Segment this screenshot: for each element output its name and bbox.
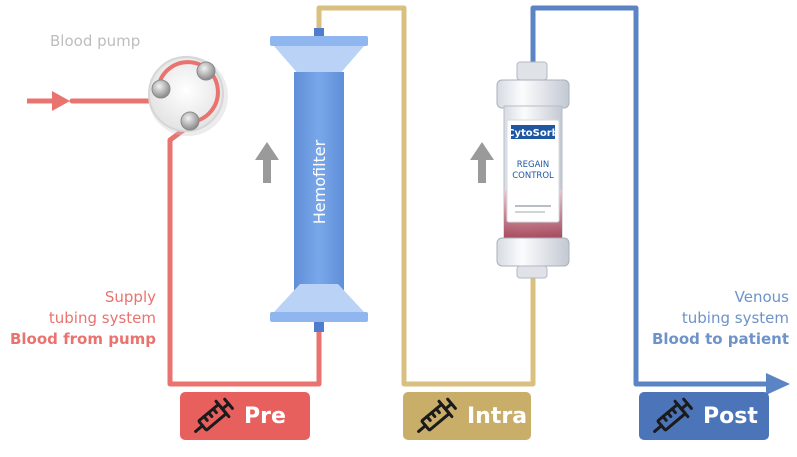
supply-tubing-label: Supply tubing system Blood from pump xyxy=(10,287,156,350)
syringe-icon xyxy=(194,397,234,433)
inflow-arrow xyxy=(27,91,70,111)
pre-sampling-badge: Pre xyxy=(180,392,310,440)
post-sampling-badge: Post xyxy=(639,392,769,440)
pump-roller xyxy=(151,79,171,99)
intra-badge-label: Intra xyxy=(467,403,528,429)
venous-label-line-1: Venous xyxy=(734,288,789,306)
intra-tubing xyxy=(316,5,536,387)
pump-roller xyxy=(180,111,200,131)
syringe-icon xyxy=(653,397,693,433)
post-badge-label: Post xyxy=(703,403,758,429)
cytosorb-logo xyxy=(511,125,555,139)
cytosorb-device: CytoSorb REGAIN CONTROL xyxy=(496,61,570,279)
blood-pump-label: Blood pump xyxy=(50,32,141,50)
flow-arrow-up-icon xyxy=(255,142,279,183)
intra-sampling-badge: Intra xyxy=(403,392,531,440)
supply-tubing xyxy=(69,98,322,387)
venous-tubing-label: Venous tubing system Blood to patient xyxy=(652,287,789,350)
blood-pump xyxy=(148,56,228,136)
hemofilter: Hemofilter xyxy=(270,28,368,332)
venous-label-line-3: Blood to patient xyxy=(651,330,789,348)
venous-label-line-2: tubing system xyxy=(681,309,789,327)
venous-tubing xyxy=(530,5,790,395)
supply-label-line-1: Supply xyxy=(104,288,156,306)
cytosorb-brand: CytoSorb xyxy=(507,128,559,139)
pump-roller xyxy=(196,61,216,81)
supply-label-line-2: tubing system xyxy=(48,309,156,327)
slogan-line-1: REGAIN xyxy=(517,160,550,170)
flow-arrow-up-icon xyxy=(470,142,494,183)
pre-badge-label: Pre xyxy=(244,403,286,429)
slogan-line-2: CONTROL xyxy=(512,171,554,181)
hemofilter-label: Hemofilter xyxy=(310,139,329,224)
supply-label-line-3: Blood from pump xyxy=(9,330,156,348)
syringe-icon xyxy=(417,397,457,433)
